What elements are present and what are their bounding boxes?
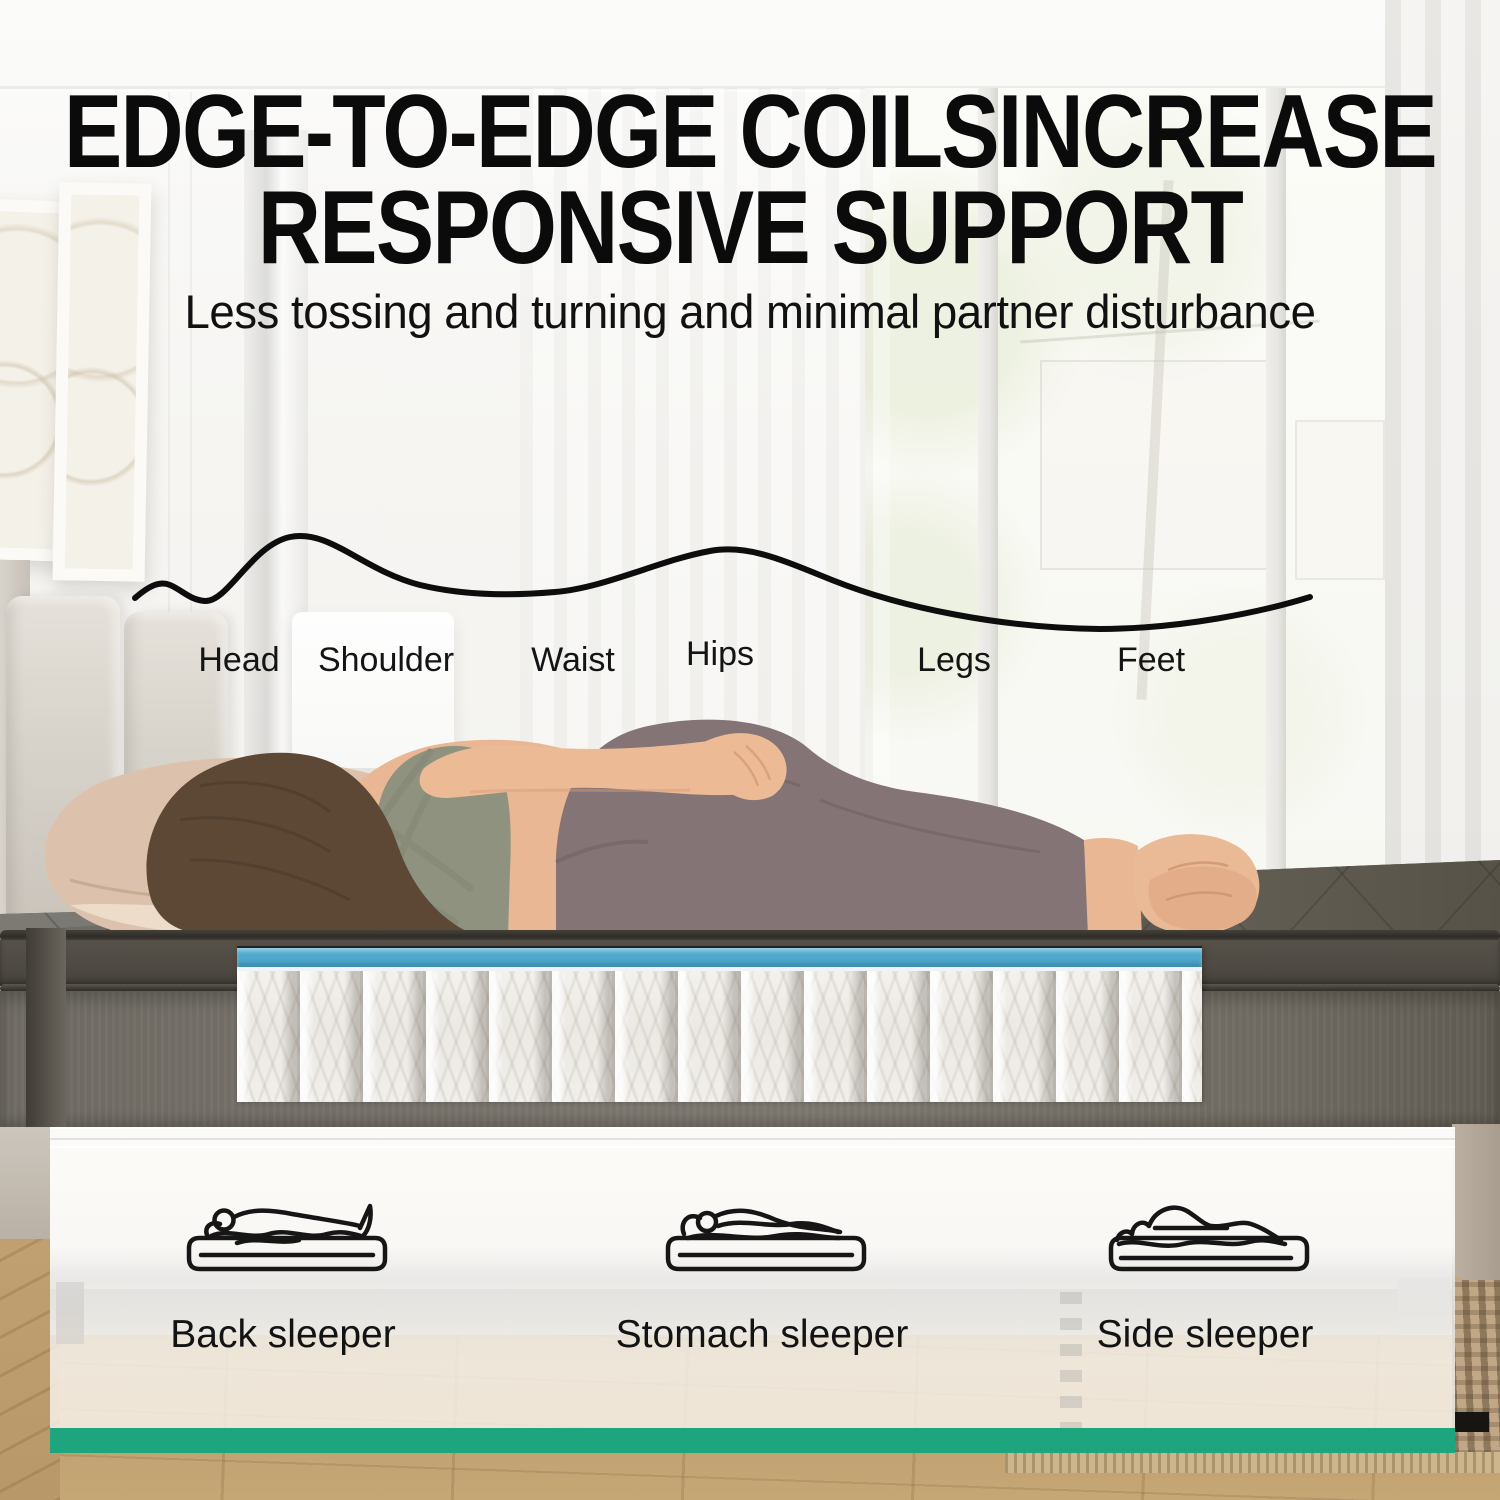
stomach-sleeper-icon xyxy=(665,1208,867,1272)
bed-base-side xyxy=(1452,1124,1500,1280)
subtitle: Less tossing and turning and minimal par… xyxy=(184,285,1316,338)
crown-molding-line xyxy=(0,86,1500,89)
lampshade xyxy=(292,612,454,768)
window-mullion xyxy=(978,88,998,918)
back-sleeper-label: Back sleeper xyxy=(170,1313,396,1356)
headline-line1: EDGE-TO-EDGE COILSINCREASE xyxy=(63,74,1438,190)
back-sleeper-icon xyxy=(186,1203,388,1272)
mattress-cutaway xyxy=(237,948,1202,1102)
contour-label-shoulder: Shoulder xyxy=(317,641,455,679)
contour-label-legs: Legs xyxy=(917,641,991,679)
info-panel xyxy=(50,1127,1455,1428)
headboard-panel xyxy=(6,596,120,940)
contour-label-feet: Feet xyxy=(1116,641,1186,679)
stomach-sleeper-label: Stomach sleeper xyxy=(615,1313,909,1356)
window-mullion xyxy=(1266,88,1286,918)
headline-line2: RESPONSIVE SUPPORT xyxy=(257,170,1244,286)
headline: EDGE-TO-EDGE COILSINCREASE RESPONSIVE SU… xyxy=(11,74,1489,286)
contour-label-waist: Waist xyxy=(531,641,615,679)
coil-layer xyxy=(237,971,1202,1102)
contour-label-hips: Hips xyxy=(685,635,755,673)
green-accent-bar xyxy=(50,1428,1455,1453)
rug-fringe xyxy=(1005,1452,1500,1473)
contour-label-head: Head xyxy=(198,641,280,679)
mattress-rim xyxy=(0,930,1500,942)
side-sleeper-icon xyxy=(1108,1205,1310,1272)
side-sleeper-label: Side sleeper xyxy=(1096,1313,1314,1356)
foam-layer xyxy=(237,948,1202,967)
